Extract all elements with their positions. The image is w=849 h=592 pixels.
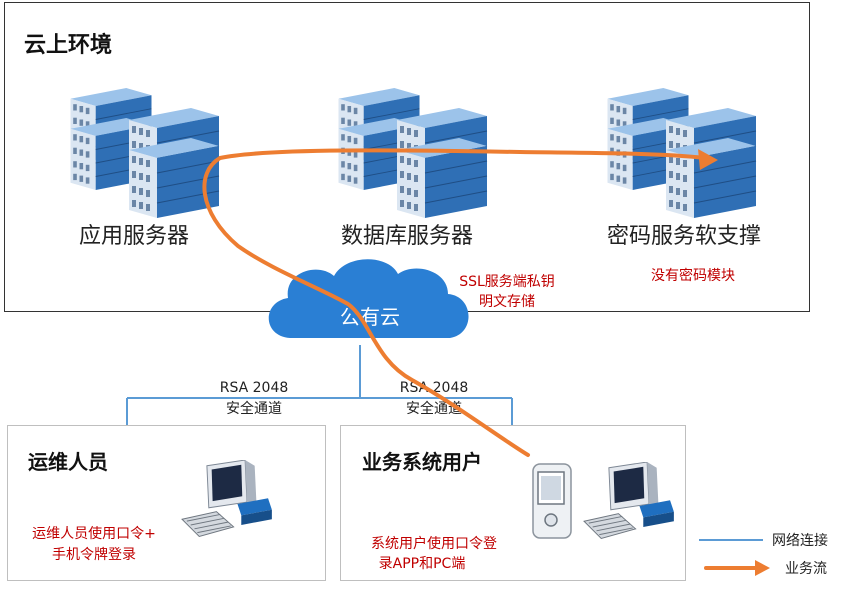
cloud-environment-title: 云上环境 bbox=[24, 32, 112, 58]
database-server-label: 数据库服务器 bbox=[341, 224, 473, 249]
crypto-service-label: 密码服务软支撑 bbox=[607, 224, 761, 249]
public-cloud-icon bbox=[268, 259, 469, 338]
business-user-title: 业务系统用户 bbox=[362, 450, 482, 474]
channel-left-line2: 安全通道 bbox=[226, 400, 282, 417]
business-login-note-line2: 录APP和PC端 bbox=[379, 556, 466, 572]
ops-login-note-line2: 手机令牌登录 bbox=[52, 546, 136, 563]
legend: 网络连接 业务流 bbox=[699, 532, 828, 577]
legend-business-label: 业务流 bbox=[785, 561, 827, 577]
mobile-device-icon bbox=[532, 463, 572, 539]
business-login-note-line1: 系统用户使用口令登 bbox=[371, 535, 497, 552]
legend-network-label: 网络连接 bbox=[772, 532, 828, 549]
channel-left-line1: RSA 2048 bbox=[220, 380, 289, 396]
ops-login-note-line1: 运维人员使用口令+ bbox=[32, 525, 156, 542]
business-flow-arrowhead bbox=[698, 149, 718, 170]
ssl-note-line2: 明文存储 bbox=[479, 294, 535, 310]
no-crypto-module-note: 没有密码模块 bbox=[651, 267, 735, 284]
network-connection-lines bbox=[126, 345, 513, 425]
ssl-note-line1: SSL服务端私钥 bbox=[459, 274, 555, 290]
channel-right-line2: 安全通道 bbox=[406, 400, 462, 417]
ops-personnel-box bbox=[7, 425, 326, 581]
legend-business-arrowhead bbox=[755, 560, 770, 576]
ops-personnel-title: 运维人员 bbox=[28, 450, 108, 474]
business-flow-path bbox=[202, 148, 708, 457]
public-cloud-label: 公有云 bbox=[340, 305, 400, 329]
app-server-label: 应用服务器 bbox=[79, 224, 189, 249]
